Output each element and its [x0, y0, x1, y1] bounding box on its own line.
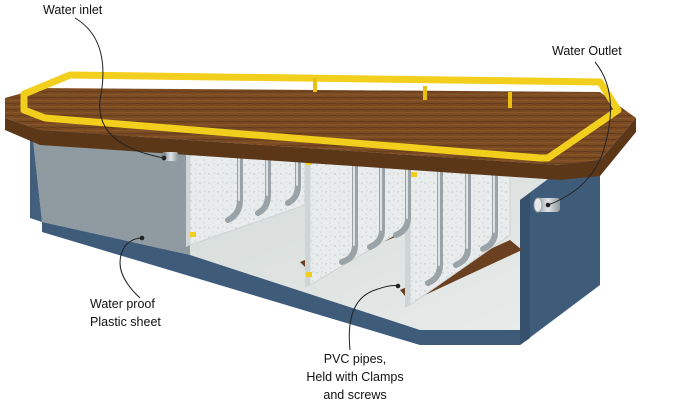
tank-right-wall [520, 140, 600, 345]
wooden-rim [5, 88, 636, 180]
water-inlet-label: Water inlet [43, 1, 102, 19]
plastic-sheet-line-1: Water proof [90, 297, 155, 311]
leader-pipes [348, 285, 399, 351]
leader-lines [74, 17, 611, 351]
water-outlet-label: Water Outlet [552, 42, 622, 60]
pvc-pipes-line-3: and screws [323, 388, 387, 400]
plastic-sheet-label: Water proof Plastic sheet [90, 295, 161, 331]
water-inlet-text: Water inlet [43, 3, 103, 17]
pvc-pipes-line-2: Held with Clamps [306, 370, 404, 384]
yellow-frame [20, 71, 622, 162]
plastic-sheet-line-2: Plastic sheet [90, 315, 161, 329]
water-outlet-text: Water Outlet [552, 44, 622, 58]
tank-front-wall [42, 222, 520, 345]
leader-outlet [547, 61, 611, 206]
leader-sheet [119, 237, 143, 299]
leader-inlet [74, 17, 165, 159]
pvc-pipes-line-1: PVC pipes, [323, 352, 387, 366]
pvc-pipes-label: PVC pipes, Held with Clamps and screws [295, 350, 415, 400]
